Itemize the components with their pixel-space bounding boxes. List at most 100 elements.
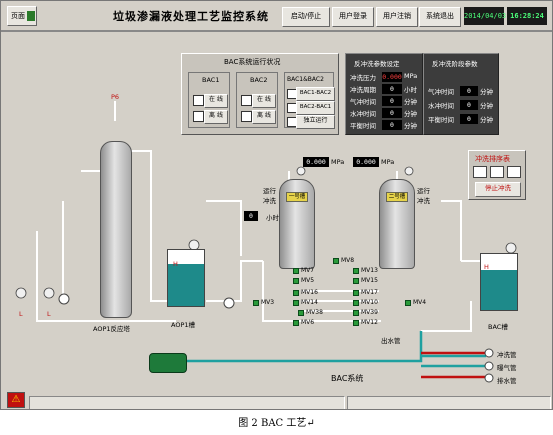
hours-unit: 小时	[266, 214, 279, 222]
bac1-offline-button[interactable]: 离 线	[204, 110, 228, 124]
bw-unit-4: 分钟	[404, 122, 417, 130]
valve-mv8-label: MV8	[341, 257, 355, 264]
tank-1-run-label: 运行	[263, 187, 276, 195]
level-l-right: L	[47, 310, 51, 318]
tank-1: 一号槽	[279, 179, 315, 269]
valve-mv5-label: MV5	[301, 277, 315, 284]
bac-tank	[480, 253, 518, 311]
valve-mv16-icon[interactable]	[293, 290, 299, 296]
gauge-2	[43, 287, 55, 299]
valve-mv17-label: MV17	[361, 289, 378, 296]
pipe-right-riser	[441, 200, 462, 261]
bac1-label: BAC1	[202, 76, 220, 84]
tank-2-pressure-unit: MPa	[381, 158, 395, 166]
bac2-bac1-button[interactable]: BAC2-BAC1	[296, 101, 335, 115]
tank-2: 二号槽	[379, 179, 415, 269]
bw-label-1: 冲洗周期	[350, 86, 376, 94]
bw-value-0[interactable]: 0.000	[382, 72, 402, 82]
bw-value-2[interactable]: 0	[382, 96, 402, 106]
gauge-bac	[505, 242, 517, 254]
valve-mv13-icon[interactable]	[353, 268, 359, 274]
bac-status-title: BAC系统运行状况	[224, 58, 281, 66]
tank-1-pressure: 0.000	[303, 157, 329, 167]
valve-mv38-icon[interactable]	[298, 310, 304, 316]
bw-label-2: 气冲时间	[350, 98, 376, 106]
tank-1-sign: 一号槽	[286, 192, 308, 202]
figure-caption: 图 2 BAC 工艺↵	[238, 418, 315, 429]
gauge-tank2	[404, 166, 414, 176]
outlet-label: 出水管	[381, 337, 401, 345]
date-display: 2014/04/03	[464, 7, 506, 25]
bw-value-3[interactable]: 0	[382, 108, 402, 118]
bs-unit-0: 分钟	[480, 88, 493, 96]
bac1-bac2-button[interactable]: BAC1-BAC2	[296, 87, 335, 101]
exit-button[interactable]: 系统退出	[419, 7, 461, 27]
bac2-online-button[interactable]: 在 线	[252, 94, 276, 108]
bs-label-0: 气冲时间	[428, 88, 454, 96]
bac1-group: BAC1 在 线 离 线	[188, 72, 230, 128]
bw-value-4[interactable]: 0	[382, 120, 402, 130]
start-stop-button[interactable]: 启动/停止	[282, 7, 330, 27]
bac1-online-checkbox[interactable]	[193, 95, 204, 106]
footer-status-2	[347, 396, 551, 409]
bac2-offline-button[interactable]: 离 线	[252, 110, 276, 124]
bac-status-panel: BAC系统运行状况 BAC1 在 线 离 线 BAC2 在 线 离 线 BAC1…	[181, 53, 339, 135]
valve-mv39-icon[interactable]	[353, 310, 359, 316]
bs-label-1: 水冲时间	[428, 102, 454, 110]
valve-mv6-icon[interactable]	[293, 320, 299, 326]
bs-value-0: 0	[460, 86, 478, 96]
stop-flush-button[interactable]: 停止冲洗	[475, 182, 521, 197]
tank-1-wash-label: 冲洗	[263, 197, 276, 205]
valve-mv3-icon[interactable]	[253, 300, 259, 306]
valve-mv13-label: MV13	[361, 267, 378, 274]
valve-mv8-icon[interactable]	[333, 258, 339, 264]
backwash-stage-title: 反冲洗阶段参数	[432, 60, 478, 68]
level-h-bac: H	[484, 263, 489, 271]
process-pipes	[15, 101, 517, 383]
valve-mv17-icon[interactable]	[353, 290, 359, 296]
bw-value-1[interactable]: 0	[382, 84, 402, 94]
combo-group: BAC1&BAC2 BAC1-BAC2 BAC2-BAC1 独立运行	[284, 72, 335, 129]
bac-tank-label: BAC槽	[488, 323, 508, 331]
valve-mv15-icon[interactable]	[353, 278, 359, 284]
valve-mv16-label: MV16	[301, 289, 318, 296]
valve-mv14-label: MV14	[301, 299, 318, 306]
valve-mv4-icon[interactable]	[405, 300, 411, 306]
valve-mv10-icon[interactable]	[353, 300, 359, 306]
user-login-button[interactable]: 用户登录	[332, 7, 374, 27]
valve-mv12-label: MV12	[361, 319, 378, 326]
bac1-offline-checkbox[interactable]	[193, 111, 204, 122]
home-label: 页面	[11, 12, 25, 20]
bac1-online-button[interactable]: 在 线	[204, 94, 228, 108]
valve-mv7-icon[interactable]	[293, 268, 299, 274]
page-title: 垃圾渗漏液处理工艺监控系统	[113, 10, 269, 23]
combo-label: BAC1&BAC2	[287, 76, 324, 83]
hours-display: 0	[244, 211, 258, 221]
middle-pump	[223, 297, 235, 309]
valve-mv38-label: MV38	[306, 309, 323, 316]
flush-slot-3	[507, 166, 521, 178]
bw-label-3: 水冲时间	[350, 110, 376, 118]
valve-mv12-icon[interactable]	[353, 320, 359, 326]
pipe-reactor-out	[129, 150, 176, 302]
level-h-aop: H	[173, 260, 178, 268]
pipe-left-bottom	[36, 231, 176, 322]
user-logout-button[interactable]: 用户注销	[376, 7, 418, 27]
time-display: 16:28:24	[507, 7, 547, 25]
backwash-settings-title: 反冲洗参数设定	[354, 60, 400, 68]
independent-run-button[interactable]: 独立运行	[296, 115, 335, 129]
valve-mv14-icon[interactable]	[293, 300, 299, 306]
flush-order-panel: 冲洗排序表 停止冲洗	[468, 150, 526, 200]
pipe-teal-main	[176, 331, 423, 363]
valve-mv5-icon[interactable]	[293, 278, 299, 284]
bac2-offline-checkbox[interactable]	[241, 111, 252, 122]
left-pump	[58, 293, 70, 305]
aop-water	[168, 264, 204, 306]
bac2-online-checkbox[interactable]	[241, 95, 252, 106]
valve-mv7-label: MV7	[301, 267, 315, 274]
home-button[interactable]: 页面	[7, 6, 37, 26]
bs-unit-1: 分钟	[480, 102, 493, 110]
backwash-pipe-label: 冲洗管	[497, 351, 517, 359]
